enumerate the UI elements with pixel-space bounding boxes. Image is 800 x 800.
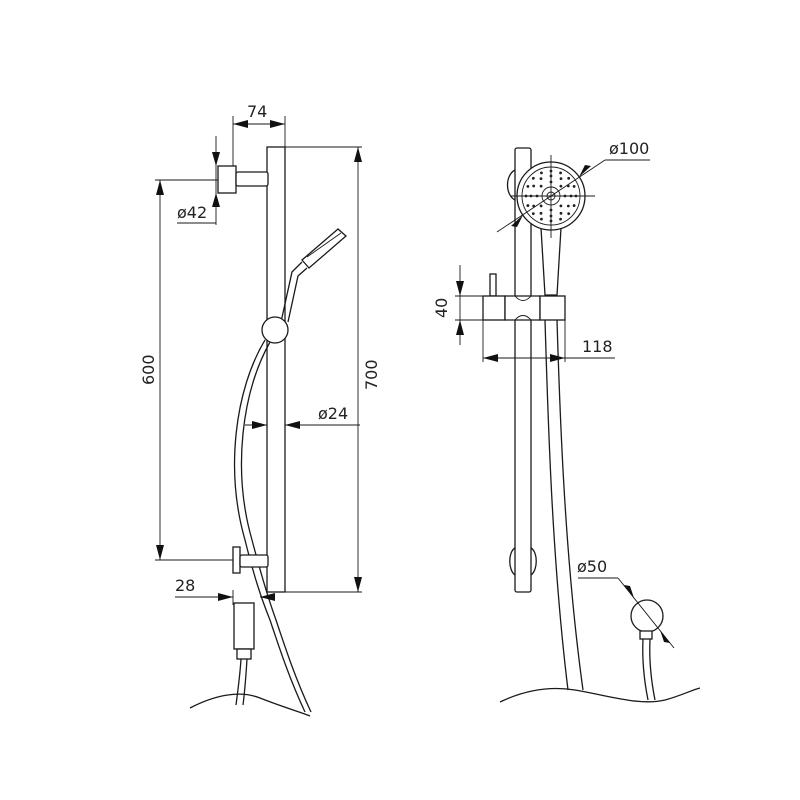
- spray-nozzle: [559, 211, 563, 215]
- hand-shower: [280, 228, 347, 323]
- rail-front: [514, 147, 532, 593]
- dim-o24-label: ø24: [318, 404, 348, 423]
- spray-nozzle: [532, 184, 536, 188]
- wall-outlet-front: [630, 599, 664, 701]
- bottom-wall-bracket: [232, 546, 269, 574]
- spray-nozzle: [572, 185, 576, 188]
- dim-o50-label: ø50: [577, 557, 607, 576]
- wall-line: [189, 693, 311, 717]
- dim-600-label: 600: [139, 354, 158, 385]
- spray-nozzle: [572, 204, 576, 207]
- spray-nozzle: [539, 184, 543, 188]
- spray-nozzle: [531, 212, 535, 216]
- spray-nozzle: [540, 171, 543, 175]
- spray-nozzle: [539, 204, 543, 208]
- dim-74-label: 74: [247, 102, 267, 121]
- spray-nozzle: [559, 171, 562, 175]
- spray-nozzle: [559, 177, 563, 181]
- spray-nozzle: [539, 177, 543, 181]
- side-view: 74 ø42 600 700 ø24: [139, 102, 381, 717]
- spray-nozzle: [567, 176, 571, 180]
- shower-head-front: [510, 155, 595, 296]
- dim-o42-label: ø42: [177, 203, 207, 222]
- slider-bracket: [482, 273, 566, 321]
- front-view: ø100 40 118: [432, 139, 701, 703]
- spray-nozzle: [559, 217, 562, 221]
- spray-nozzle: [559, 184, 563, 188]
- dim-o100-label: ø100: [609, 139, 649, 158]
- spray-nozzle: [526, 185, 530, 188]
- wall-line-front: [499, 687, 701, 703]
- dim-40-label: 40: [432, 298, 451, 318]
- spray-nozzle: [559, 204, 563, 208]
- spray-nozzle: [526, 204, 530, 207]
- top-wall-bracket: [217, 116, 269, 194]
- spray-nozzle: [567, 212, 571, 216]
- spray-nozzle: [566, 204, 570, 208]
- hose-front: [544, 319, 569, 691]
- rail: [266, 146, 286, 593]
- spray-nozzle: [540, 217, 543, 221]
- spray-nozzle: [539, 211, 543, 215]
- dim-28-label: 28: [175, 576, 195, 595]
- dim-700-label: 700: [362, 359, 381, 390]
- slider-knob: [261, 316, 289, 344]
- wall-outlet-side: [233, 602, 255, 706]
- dim-118-label: 118: [582, 337, 613, 356]
- spray-nozzle: [531, 176, 535, 180]
